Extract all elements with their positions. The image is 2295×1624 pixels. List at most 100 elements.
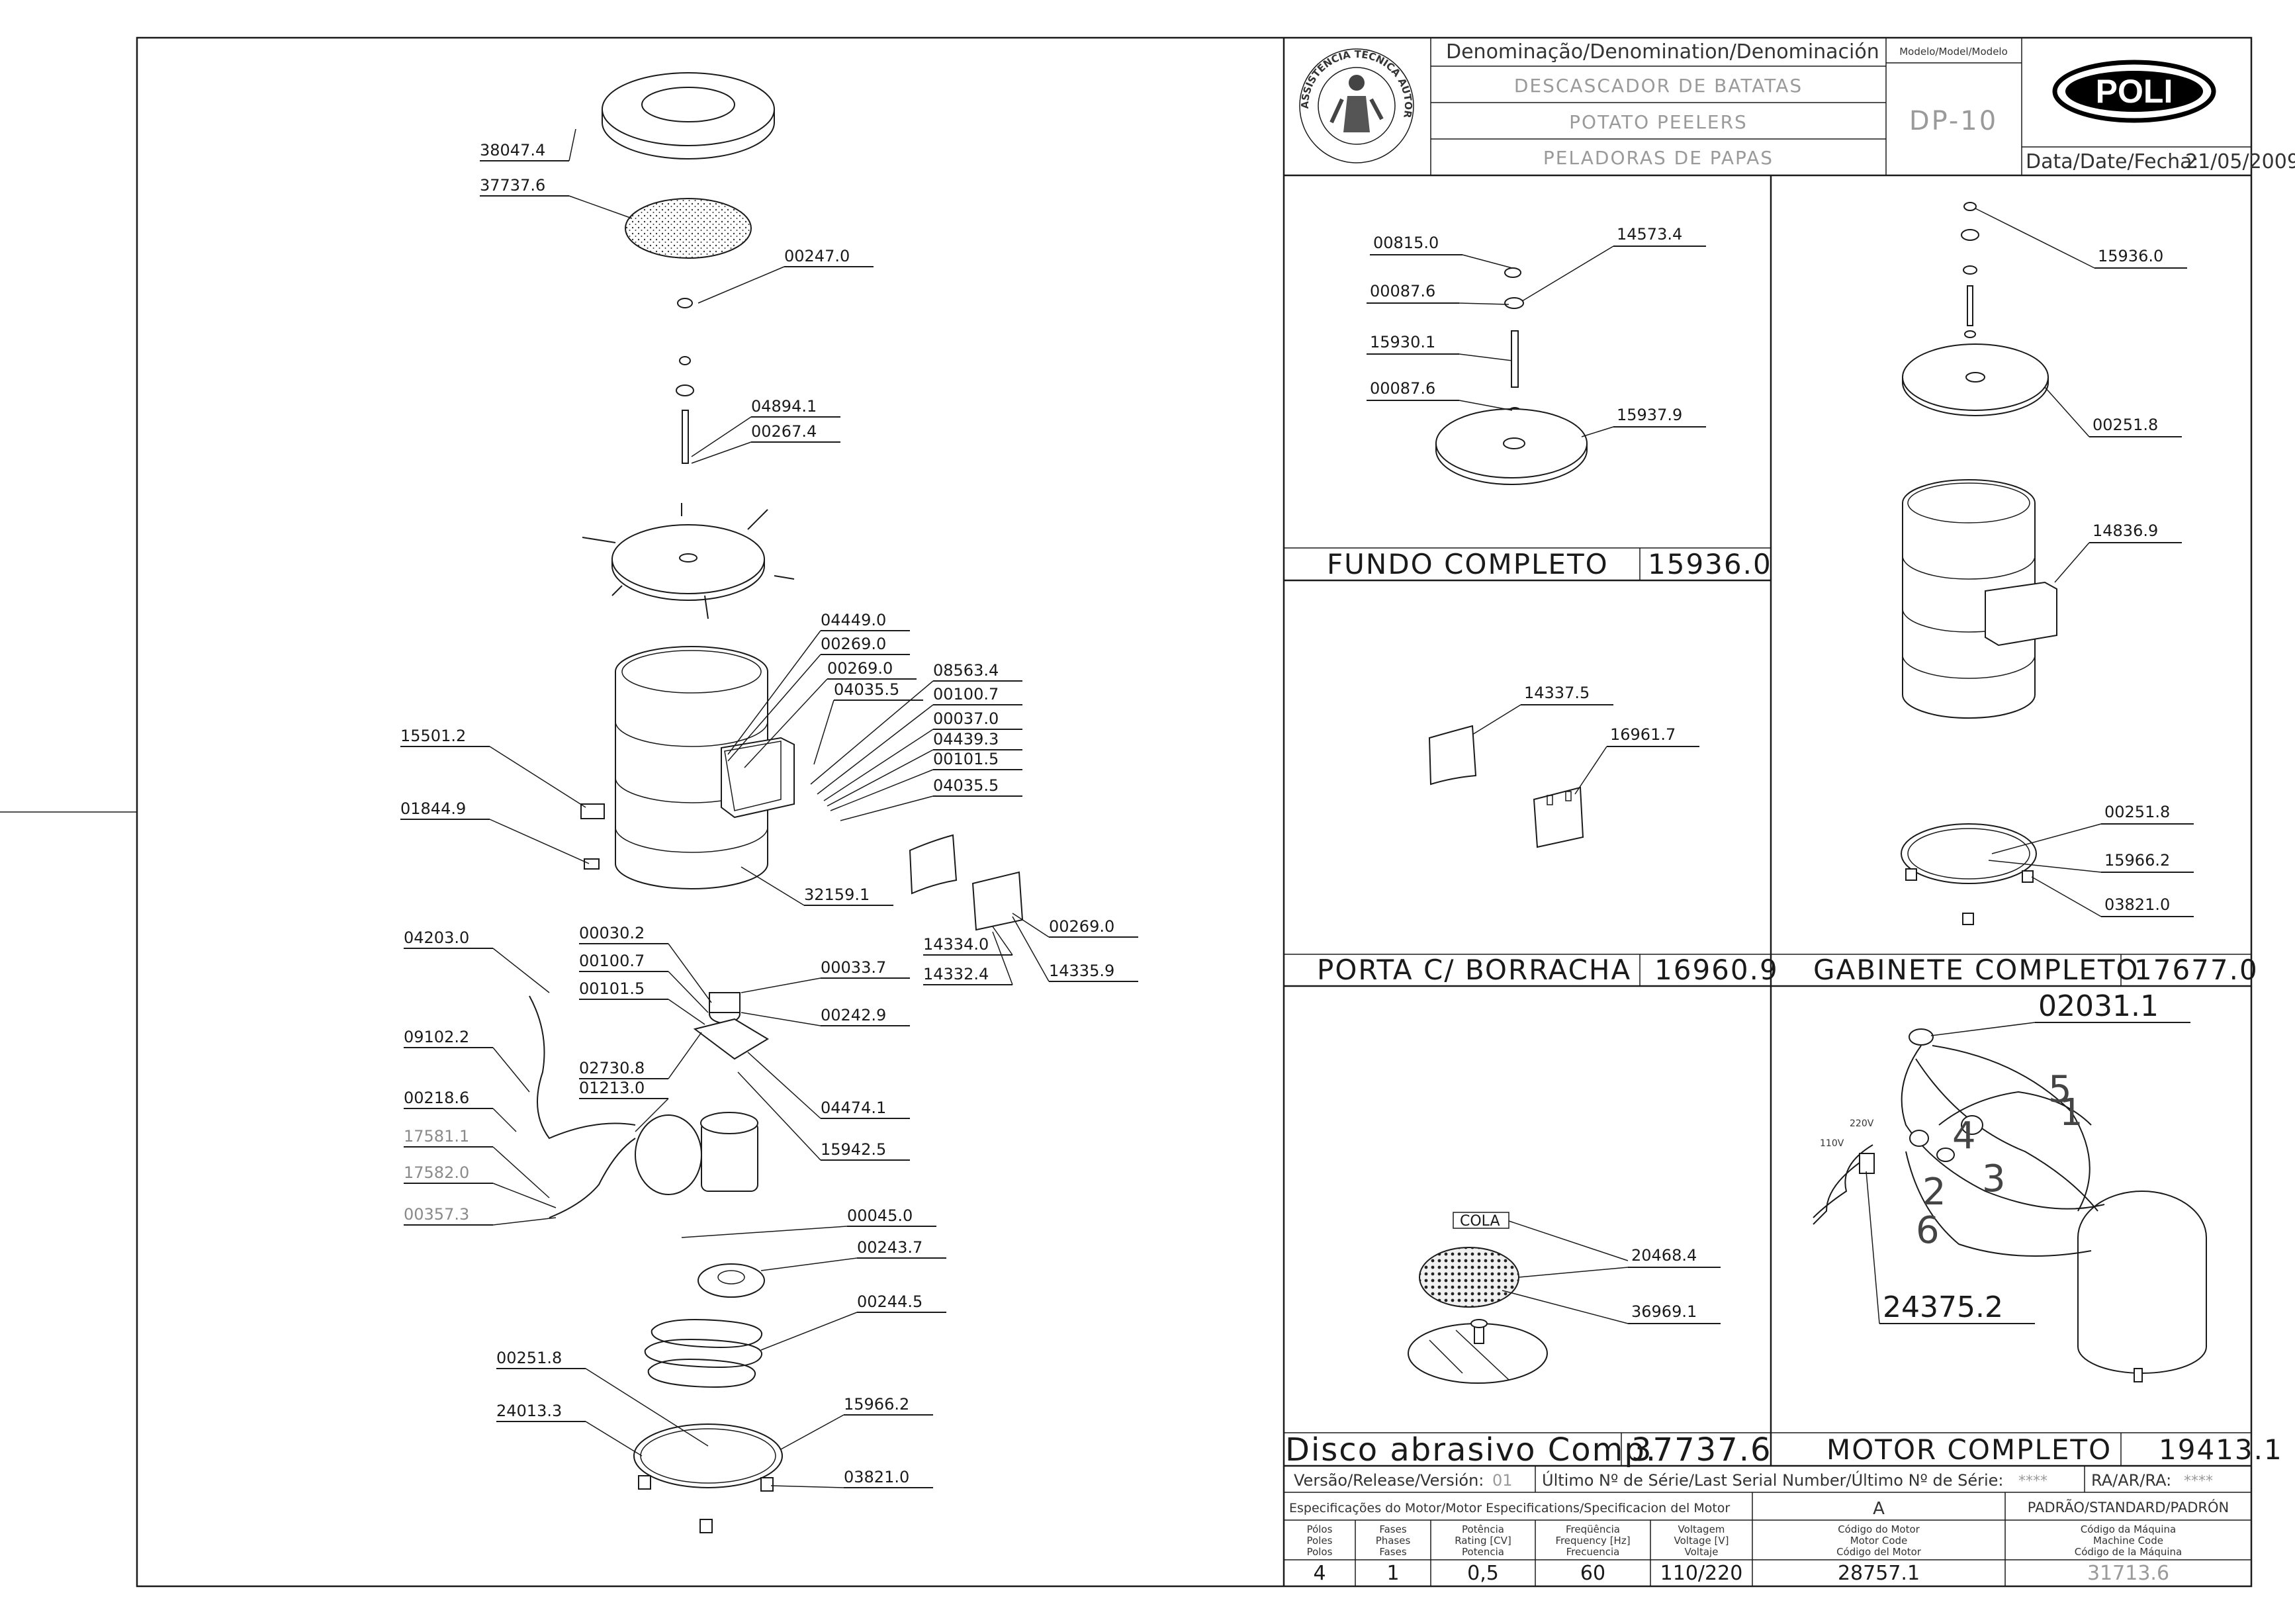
part-number: COLA — [1460, 1213, 1500, 1230]
callout-leader — [1518, 1267, 1629, 1278]
spec-variant: A — [1873, 1499, 1885, 1519]
motor-code: 19413.1 — [2159, 1433, 2283, 1466]
wire-number: 2 — [1922, 1171, 1946, 1214]
part-number: 00269.0 — [827, 659, 893, 678]
spec-col-label: Pólos — [1307, 1523, 1333, 1535]
spec-col-label: Fases — [1379, 1523, 1406, 1535]
callout-leader — [489, 746, 586, 808]
part-number: 00267.4 — [751, 422, 817, 441]
motor-assembly — [529, 992, 769, 1218]
part-number: 04449.0 — [821, 611, 886, 629]
part-number: 04474.1 — [821, 1099, 886, 1117]
date-value: 21/05/2009 — [2185, 150, 2295, 173]
wire-number: 3 — [1982, 1157, 2006, 1200]
callout-leader — [635, 1098, 669, 1132]
model-number: DP-10 — [1909, 106, 1998, 136]
callout-leader — [492, 1047, 530, 1093]
part-number: 04035.5 — [834, 680, 899, 699]
part-number: 00269.0 — [821, 635, 886, 653]
part-number: 03821.0 — [2104, 895, 2170, 914]
part-number: 02031.1 — [2038, 989, 2159, 1023]
callout-leader — [492, 1146, 550, 1198]
callout-leader — [1012, 916, 1050, 982]
callout-leader — [992, 926, 1013, 956]
part-number: 38047.4 — [480, 141, 545, 159]
serial-label: Último Nº de Série/Last Serial Number/Úl… — [1542, 1470, 2003, 1490]
part-number: 04035.5 — [933, 776, 999, 795]
part-callouts: 38047.437737.600247.004894.100267.404449… — [400, 128, 2194, 1488]
callout-leader — [585, 1421, 643, 1457]
callout-leader — [823, 729, 934, 801]
fundo-code: 15936.0 — [1648, 548, 1772, 580]
spec-col-label: Potencia — [1462, 1546, 1504, 1558]
denomination-label: Denominação/Denomination/Denominación — [1446, 40, 1879, 64]
gabinete-drawing — [1901, 479, 2057, 925]
pulley — [698, 1263, 765, 1298]
part-number: 00045.0 — [847, 1206, 913, 1225]
wire-number: 1 — [2059, 1091, 2083, 1134]
part-number: 00101.5 — [579, 979, 645, 998]
part-number: 16961.7 — [1610, 725, 1676, 744]
callout-leader — [691, 441, 752, 464]
part-number: 15501.2 — [400, 727, 466, 745]
spec-col-label: Machine Code — [2093, 1535, 2163, 1547]
callout-leader — [668, 971, 709, 1013]
callout-leader — [741, 866, 805, 906]
part-number: 00815.0 — [1373, 234, 1439, 252]
voltage-label: 110V — [1820, 1138, 1844, 1149]
callout-leader — [741, 1012, 821, 1026]
part-number: 02730.8 — [579, 1059, 645, 1077]
spec-col-label: Frequency [Hz] — [1555, 1535, 1630, 1547]
spec-col-label: Phases — [1376, 1535, 1411, 1547]
part-number: 36969.1 — [1631, 1302, 1697, 1321]
brand-name: POLI — [2096, 73, 2173, 110]
callout-leader — [492, 1183, 557, 1208]
part-number: 00244.5 — [857, 1292, 922, 1311]
part-number: 04439.3 — [933, 730, 999, 748]
part-number: 14836.9 — [2092, 521, 2158, 540]
porta-code: 16960.9 — [1654, 954, 1779, 986]
spec-col-value: 60 — [1580, 1562, 1605, 1585]
callout-leader — [2031, 876, 2102, 917]
part-number: 00247.0 — [784, 247, 850, 265]
panel-grid — [1284, 175, 2251, 1467]
voltage-label: 220V — [1850, 1118, 1874, 1129]
disco-code: 37737.6 — [1631, 1431, 1772, 1468]
spec-col-label: Potência — [1462, 1523, 1504, 1535]
part-number: 00087.6 — [1370, 282, 1435, 300]
callout-leader — [668, 1032, 702, 1079]
spec-col-label: Fases — [1379, 1546, 1406, 1558]
drive-belt — [651, 1319, 763, 1348]
porta-drawing — [1428, 725, 1584, 848]
callout-leader — [489, 819, 590, 864]
callout-leader — [770, 1485, 844, 1488]
part-number: 17582.0 — [404, 1163, 469, 1182]
fundo-drawing — [1435, 267, 1588, 485]
callout-leader — [1502, 1290, 1629, 1324]
callout-leader — [2044, 386, 2090, 437]
callout-leader — [1988, 860, 2102, 873]
release-label: Versão/Release/Versión: — [1294, 1471, 1484, 1490]
part-number: 09102.2 — [404, 1028, 469, 1046]
spec-col-label: Poles — [1307, 1535, 1333, 1547]
part-number: 14337.5 — [1524, 684, 1590, 702]
spec-col-value: 1 — [1386, 1562, 1399, 1585]
part-number: 00033.7 — [821, 958, 886, 977]
top-cover-ring — [602, 72, 775, 146]
part-number: 37737.6 — [480, 176, 545, 195]
callout-leader — [1459, 400, 1513, 411]
callout-leader — [1581, 426, 1614, 437]
part-number: 15966.2 — [844, 1395, 909, 1414]
callout-leader — [810, 680, 934, 785]
part-number: 14334.0 — [923, 935, 989, 954]
callout-leader — [1459, 353, 1513, 361]
callout-leader — [840, 795, 934, 821]
spec-col-label: Voltagem — [1678, 1523, 1725, 1535]
part-number: 32159.1 — [804, 885, 870, 904]
callout-leader — [760, 1312, 858, 1351]
spec-col-label: Voltaje — [1685, 1546, 1719, 1558]
gabinete-code: 17677.0 — [2134, 954, 2259, 986]
spec-col-label: Voltage [V] — [1674, 1535, 1729, 1547]
spec-col-value: 0,5 — [1467, 1562, 1499, 1585]
disco-title: Disco abrasivo Comp. — [1285, 1431, 1657, 1468]
